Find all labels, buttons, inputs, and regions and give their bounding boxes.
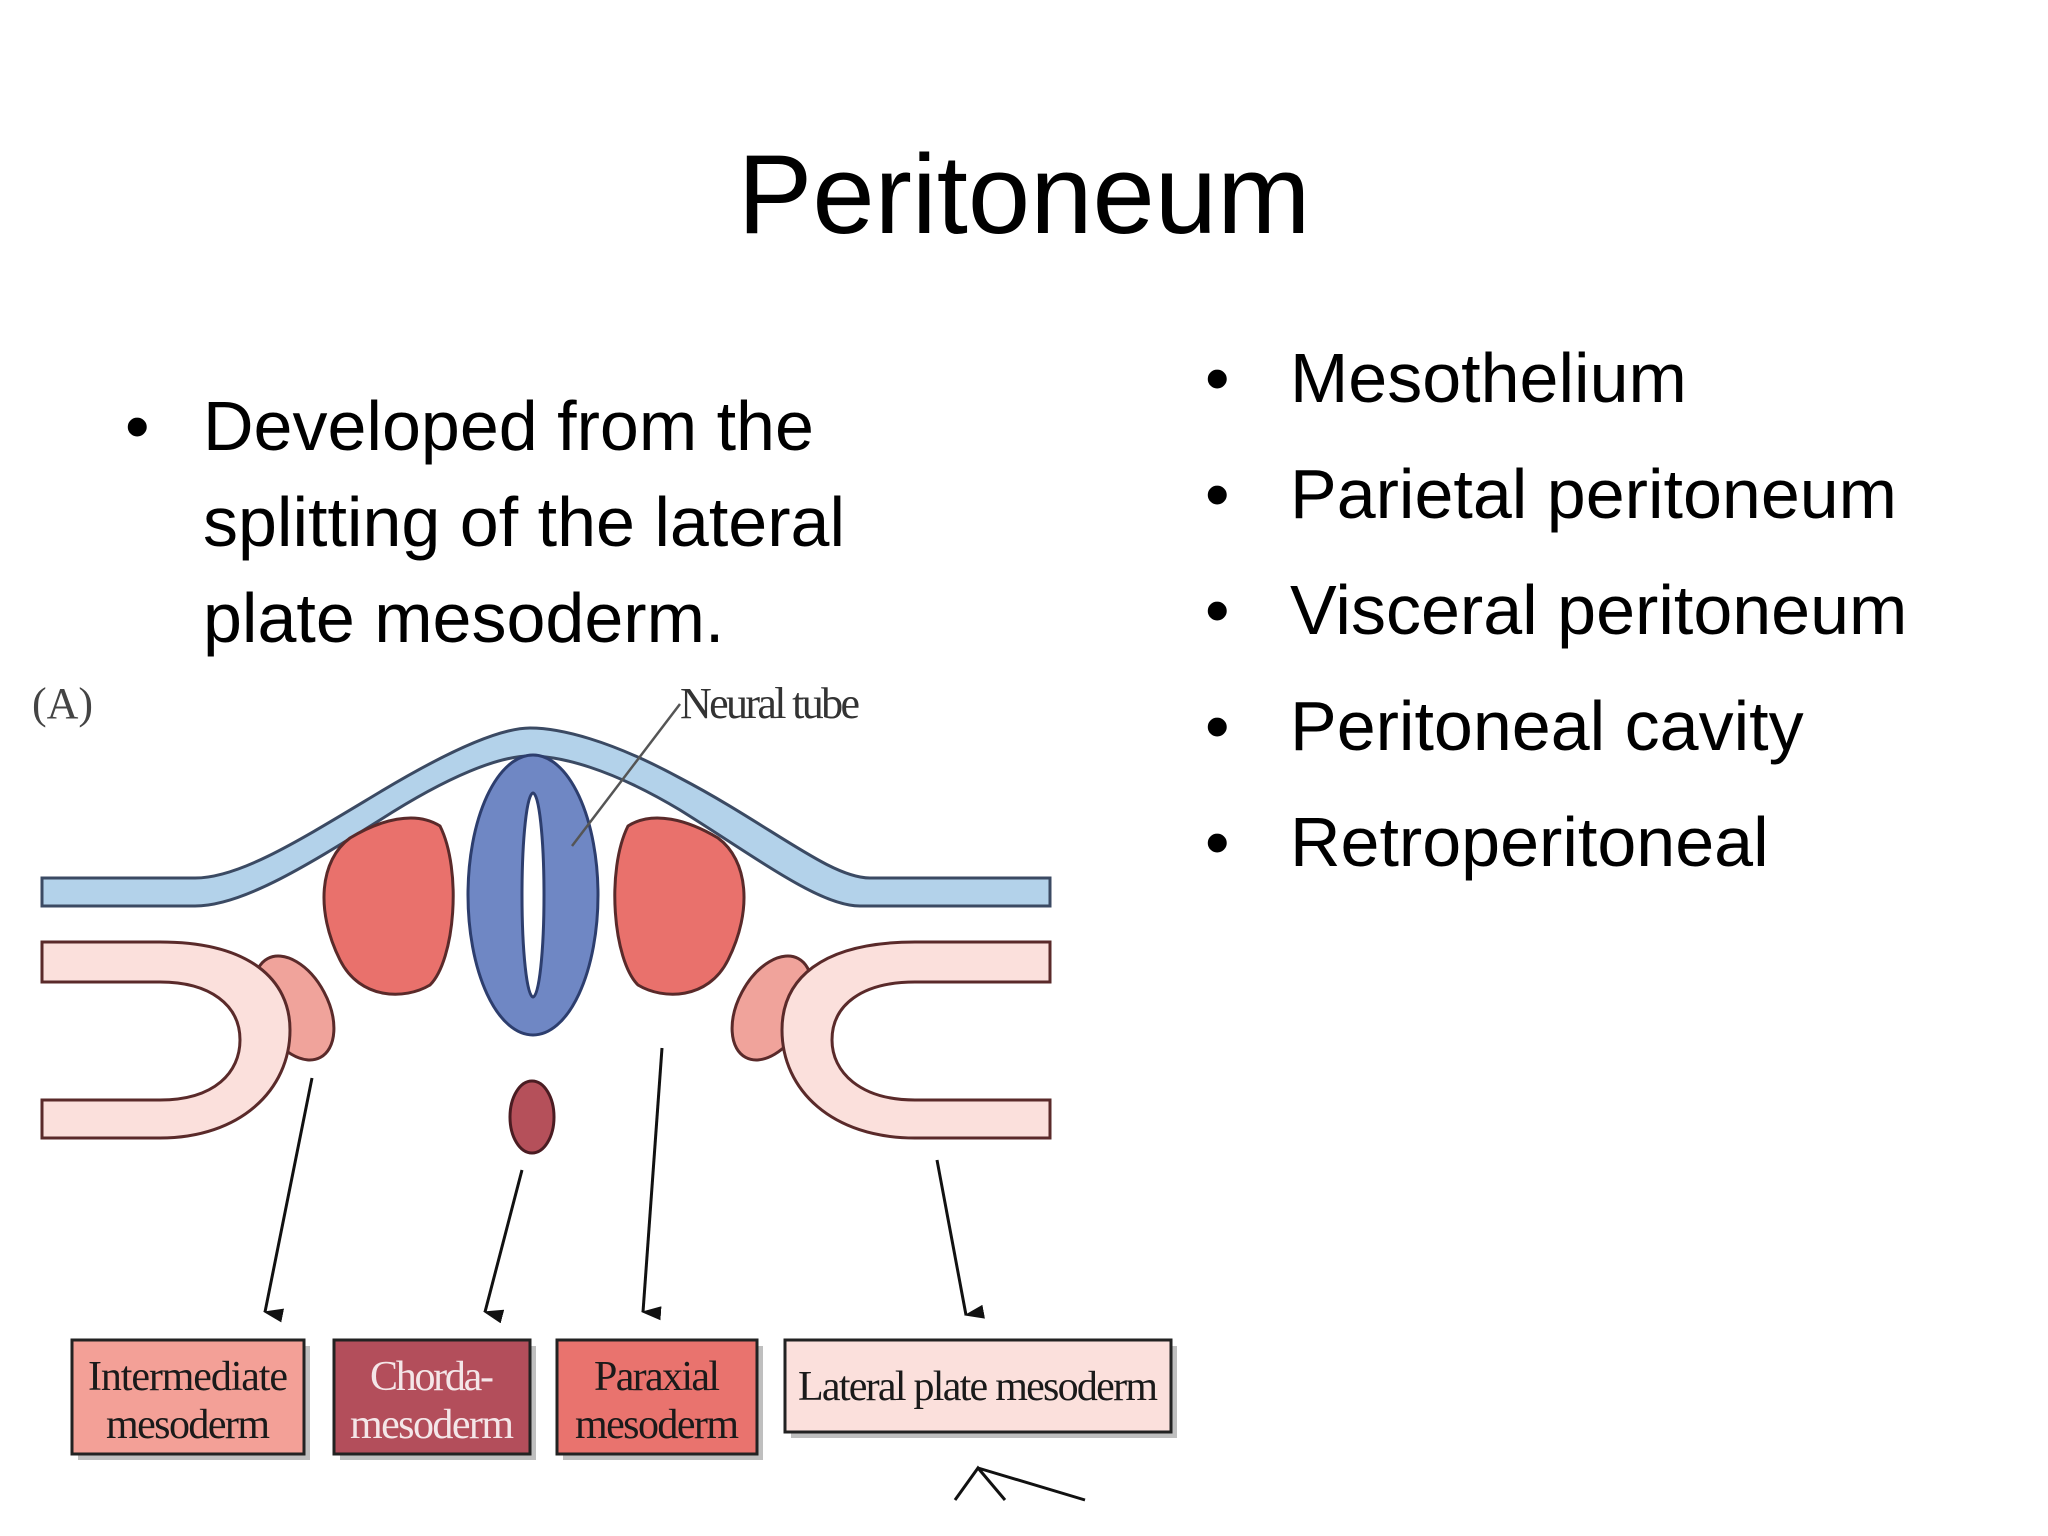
chorda-box-label-line1: Chorda- (370, 1354, 494, 1400)
neural-tube-leader-line (571, 703, 681, 847)
neural-canal (520, 791, 546, 999)
chorda-box-label-line2: mesoderm (350, 1402, 514, 1448)
paraxial-box-label-line1: Paraxial (594, 1354, 720, 1400)
lateral-box-label: Lateral plate mesoderm (798, 1364, 1158, 1410)
ectoderm-layer (40, 726, 1052, 908)
intermediate-box-label-line1: Intermediate (88, 1354, 288, 1400)
right-lateral-plate-mesoderm (780, 940, 1052, 1140)
slide-title: Peritoneum (737, 132, 1311, 257)
right-bullet-list: Mesothelium Parietal peritoneum Visceral… (1205, 320, 2025, 900)
lateral-plate-mesoderm-box (783, 1338, 1173, 1434)
bullet-item: Peritoneal cavity (1205, 668, 2025, 784)
intermediate-mesoderm-box (70, 1338, 306, 1456)
left-somite (322, 816, 455, 996)
neural-tube-label: Neural tube (680, 679, 860, 728)
paraxial-box-label-line2: mesoderm (575, 1402, 739, 1448)
right-somite (613, 816, 746, 996)
arrow-to-chordamesoderm (483, 1169, 524, 1324)
bullet-item: Developed from the splitting of the late… (125, 378, 1005, 666)
left-lateral-plate-mesoderm (40, 940, 292, 1140)
paraxial-mesoderm-box (555, 1338, 759, 1456)
bullet-item: Parietal peritoneum (1205, 436, 2025, 552)
panel-label: (A) (32, 679, 93, 728)
bullet-item: Visceral peritoneum (1205, 552, 2025, 668)
embryo-cross-section-figure: (A) Neural tube (0, 660, 1220, 1536)
arrow-to-paraxial (641, 1047, 664, 1321)
bullet-item: Retroperitoneal (1205, 784, 2025, 900)
notochord (508, 1079, 556, 1155)
lateral-plate-branch-lines (953, 1465, 1086, 1502)
intermediate-box-label-line2: mesoderm (106, 1402, 270, 1448)
embryo-diagram: (A) Neural tube (32, 679, 1177, 1502)
arrow-to-intermediate (263, 1077, 314, 1323)
bullet-item: Mesothelium (1205, 320, 2025, 436)
chordamesoderm-box (332, 1338, 532, 1456)
left-bullet-list: Developed from the splitting of the late… (125, 378, 1005, 666)
arrow-to-lateral-plate (935, 1159, 985, 1319)
